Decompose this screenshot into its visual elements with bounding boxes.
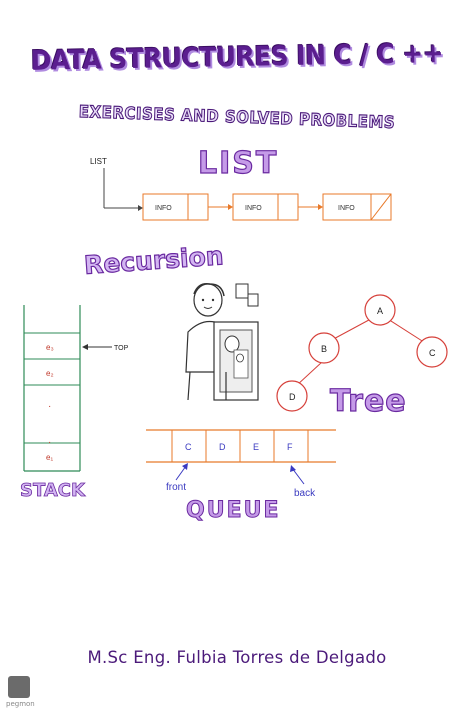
list-heading: LIST	[197, 145, 279, 181]
list-pointer-label: LIST	[90, 157, 107, 166]
queue-front-label: front	[166, 482, 186, 493]
queue-cell-d: D	[219, 442, 226, 452]
list-link-2-arrowhead	[318, 204, 323, 210]
list-link-1-arrowhead	[228, 204, 233, 210]
tree-node-c-label: C	[429, 348, 436, 358]
figure-mouth	[203, 306, 213, 309]
stack-diagram: e₃ e₂ · · e₁ TOP	[23, 305, 129, 472]
queue-cell-f: F	[287, 442, 293, 452]
tree-edge-b-d	[295, 361, 323, 387]
book-subtitle: EXERCISES AND SOLVED PROBLEMS	[78, 101, 396, 133]
list-node-2-label: INFO	[245, 205, 262, 212]
stack-cell-e1: e₁	[46, 453, 53, 462]
recursion-illustration	[185, 282, 259, 401]
nested-figure-head	[224, 335, 240, 353]
tree-node-b	[308, 332, 340, 364]
speech-bubble	[235, 283, 249, 299]
queue-heading: QUEUE	[186, 498, 281, 524]
linked-list-diagram: LIST INFO INFO INFO	[90, 157, 392, 221]
speech-bubble-2	[247, 293, 259, 307]
nested-figure-head-2	[236, 353, 244, 363]
queue-front-arrow	[175, 465, 187, 481]
queue-diagram: C D E F front back	[146, 429, 336, 499]
tree-heading: Tree	[329, 383, 407, 419]
stack-cell-dot-1: ·	[48, 401, 51, 412]
queue-back-label: back	[294, 488, 316, 499]
figure-head	[193, 283, 223, 317]
stack-cell-e2: e₂	[46, 369, 54, 378]
watermark-label: pegmon	[6, 700, 35, 708]
queue-front-arrowhead	[182, 463, 188, 470]
list-pointer-arrowhead	[138, 205, 143, 211]
recursion-heading: Recursion	[83, 241, 225, 281]
stack-top-arrowhead	[82, 344, 88, 350]
stack-cell-e3: e₃	[46, 343, 54, 352]
tree-node-c	[416, 336, 448, 368]
stack-top-label: TOP	[114, 345, 129, 352]
figure-hair	[193, 282, 225, 297]
tree-node-a-label: A	[377, 306, 383, 316]
tree-node-a	[364, 294, 396, 326]
list-node-3-info-box	[322, 193, 372, 221]
figure-eye-2	[211, 298, 215, 302]
book-title: DATA STRUCTURES IN C / C ++	[30, 38, 444, 77]
queue-cell-c: C	[185, 442, 192, 452]
figure-eye	[201, 298, 205, 302]
list-node-1-next-box	[187, 193, 209, 221]
list-null-slash	[370, 193, 392, 221]
queue-back-arrowhead	[290, 465, 296, 472]
queue-back-arrow	[291, 467, 305, 485]
list-node-2-next-box	[277, 193, 299, 221]
figure-legs	[187, 371, 227, 401]
tree-node-b-label: B	[321, 344, 327, 354]
tree-node-d-label: D	[289, 392, 296, 402]
tree-node-d	[276, 380, 308, 412]
list-node-3-label: INFO	[338, 205, 355, 212]
stack-cell-dot-2: ·	[48, 437, 51, 448]
list-node-1-label: INFO	[155, 205, 172, 212]
queue-cell-e: E	[253, 442, 259, 452]
stack-heading: STACK	[20, 480, 86, 502]
author-name: M.Sc Eng. Fulbia Torres de Delgado	[87, 648, 387, 667]
watermark-logo-icon	[8, 676, 30, 698]
tree-diagram: A B C D	[276, 294, 448, 412]
